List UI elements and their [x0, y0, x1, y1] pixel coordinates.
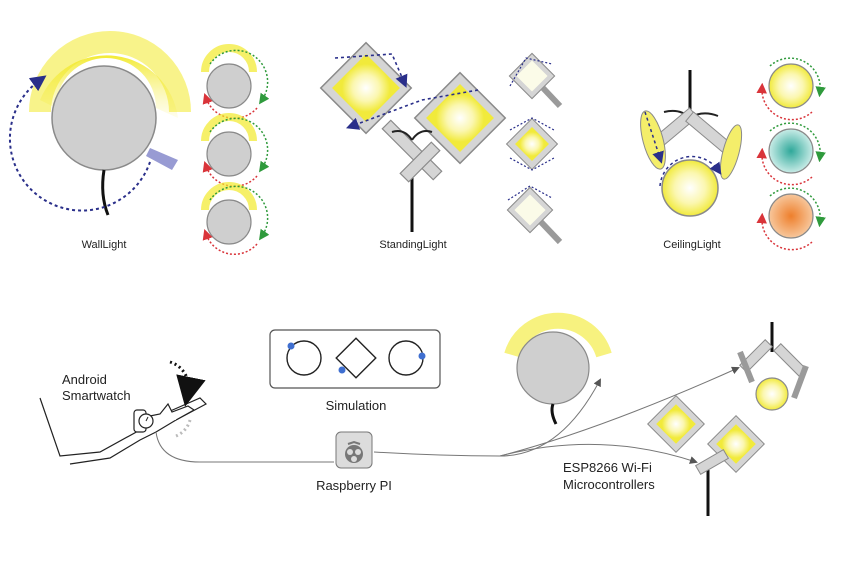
- ceiling-light-icon: [640, 70, 743, 217]
- wall-light-label: WallLight: [82, 239, 127, 251]
- raspberry-label: Raspberry PI: [316, 478, 392, 493]
- android-label-line2: Smartwatch: [62, 388, 131, 403]
- wall-light-variant-3: [201, 182, 270, 256]
- esp-label-line1: ESP8266 Wi-Fi: [563, 460, 652, 475]
- standing-light-variant-2: [505, 117, 559, 171]
- standing-light-target-icon: [647, 395, 765, 516]
- standing-light-variant-1: [508, 52, 563, 109]
- simulation-panel-icon: [269, 329, 441, 389]
- esp-label-line2: Microcontrollers: [563, 477, 655, 492]
- standing-light-label: StandingLight: [379, 239, 446, 251]
- wall-light-target-icon: [504, 312, 612, 425]
- android-label-line1: Android: [62, 372, 107, 387]
- ceiling-light-variant-yellow: [756, 57, 826, 121]
- ceiling-light-label: CeilingLight: [663, 239, 720, 251]
- standing-light-variant-3: [506, 185, 563, 245]
- wall-light-variant-1: [201, 44, 270, 120]
- standing-light-icon: [319, 41, 507, 232]
- wall-light-icon: [8, 31, 191, 216]
- ceiling-light-target-icon: [737, 322, 809, 411]
- smartwatch-hand-icon: [39, 360, 207, 465]
- connections: [155, 366, 740, 464]
- wall-light-variant-2: [201, 113, 270, 188]
- ceiling-light-variant-orange: [756, 187, 826, 251]
- raspberry-pi-icon: [335, 431, 373, 469]
- ceiling-light-variant-teal: [756, 122, 826, 186]
- simulation-label: Simulation: [326, 398, 387, 413]
